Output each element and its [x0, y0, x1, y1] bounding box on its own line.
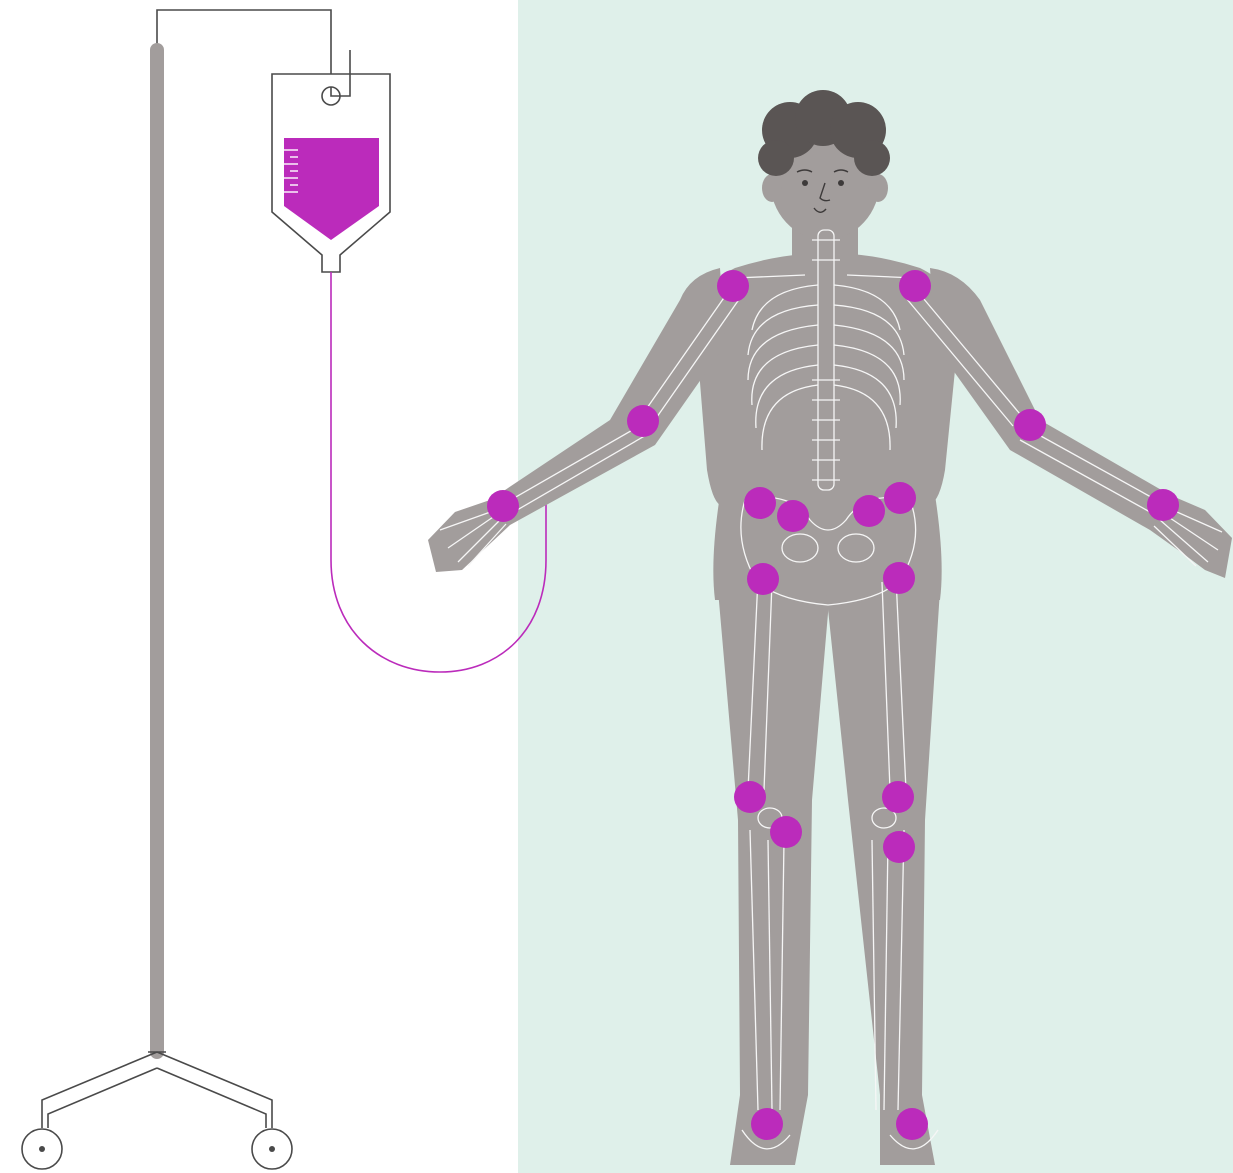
- iv-bag-icon: [272, 50, 390, 272]
- joint-marker: [1147, 489, 1179, 521]
- joint-marker: [627, 405, 659, 437]
- joint-marker: [717, 270, 749, 302]
- joint-marker: [751, 1108, 783, 1140]
- iv-tube: [331, 272, 546, 672]
- joint-marker: [896, 1108, 928, 1140]
- joint-marker: [899, 270, 931, 302]
- joint-marker: [884, 482, 916, 514]
- wheel-icon: [252, 1129, 292, 1169]
- wheel-icon: [22, 1129, 62, 1169]
- joint-marker: [744, 487, 776, 519]
- joint-marker: [734, 781, 766, 813]
- joint-marker: [853, 495, 885, 527]
- joint-marker: [883, 562, 915, 594]
- joint-marker: [883, 831, 915, 863]
- joint-marker: [747, 563, 779, 595]
- joint-marker: [770, 816, 802, 848]
- joint-marker: [1014, 409, 1046, 441]
- joint-marker: [882, 781, 914, 813]
- joint-marker: [487, 490, 519, 522]
- stand-base: [42, 1052, 272, 1128]
- joint-marker: [777, 500, 809, 532]
